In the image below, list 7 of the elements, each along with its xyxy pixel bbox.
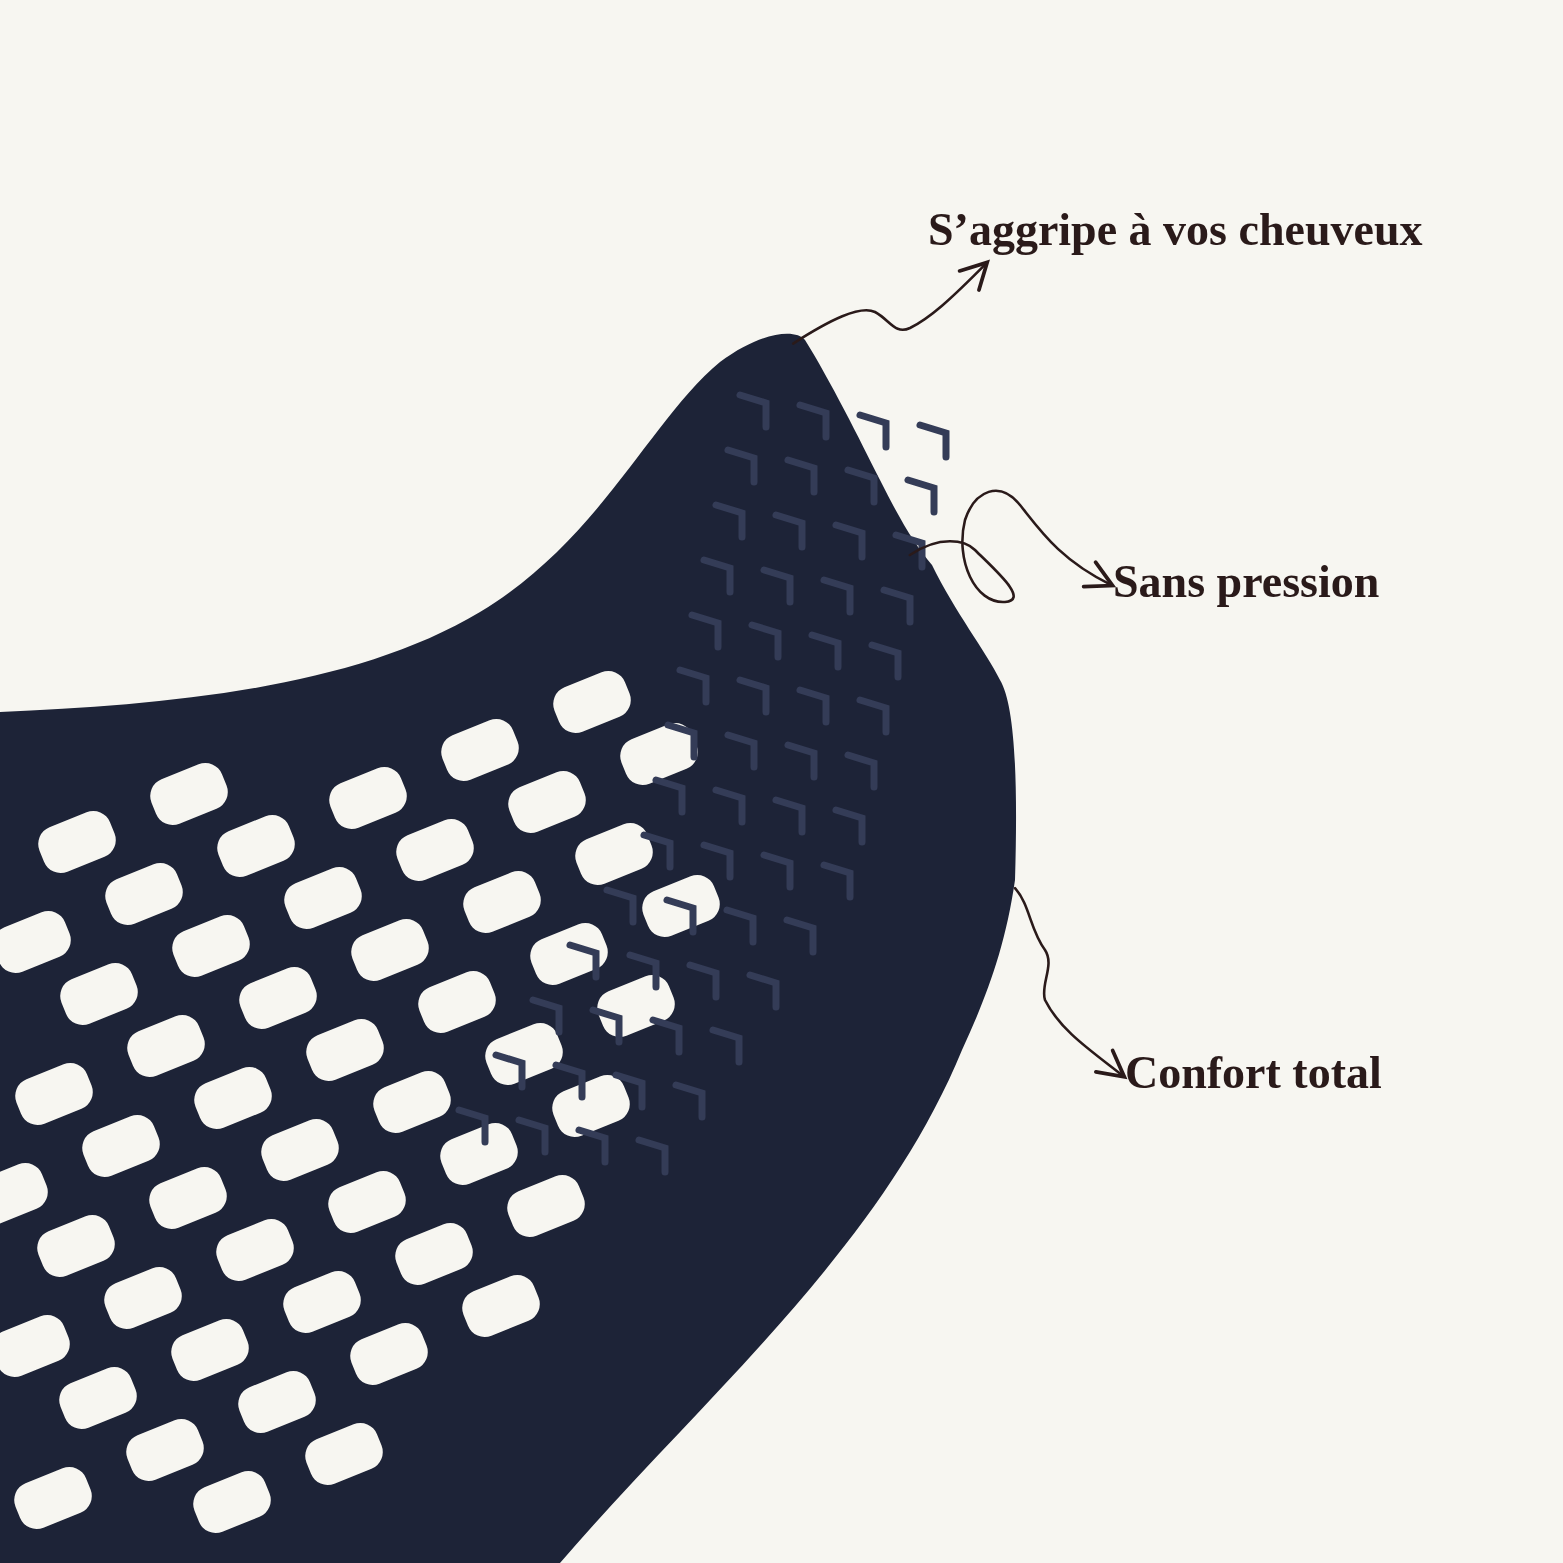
arrow xyxy=(1013,886,1127,1079)
callout-label: Sans pression xyxy=(1113,557,1380,608)
arrow xyxy=(791,260,990,345)
callout-label: S’aggripe à vos cheuveux xyxy=(928,205,1423,256)
arrow xyxy=(908,489,1115,604)
mesh-band-drawing xyxy=(0,333,1017,1563)
callout-label: Confort total xyxy=(1125,1048,1382,1099)
